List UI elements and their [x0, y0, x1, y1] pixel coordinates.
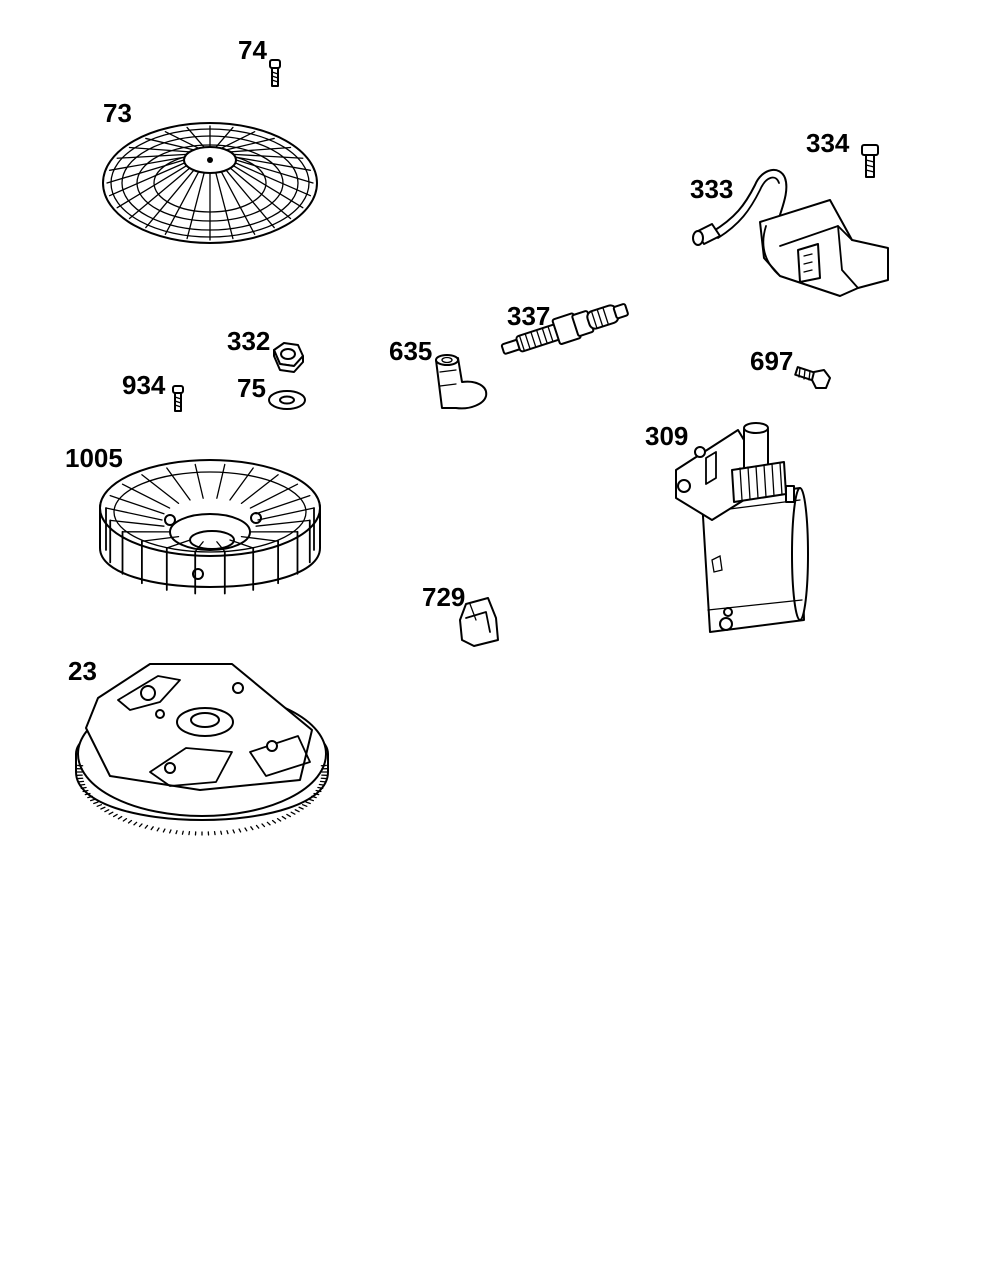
spark-plug-icon — [500, 303, 629, 355]
ignition-coil-icon — [692, 169, 889, 297]
label-23: 23 — [68, 656, 97, 686]
starter-motor-icon — [675, 422, 809, 633]
label-309: 309 — [645, 421, 688, 451]
flywheel-icon — [75, 663, 329, 836]
bolt-icon — [269, 59, 281, 87]
clip-icon — [459, 597, 499, 647]
label-333: 333 — [690, 174, 733, 204]
screw-icon — [861, 144, 879, 178]
screw-icon — [172, 385, 184, 412]
label-334: 334 — [806, 128, 850, 158]
label-1005: 1005 — [65, 443, 123, 473]
label-337: 337 — [507, 301, 550, 331]
fan-screen-icon — [102, 122, 318, 244]
washer-icon — [268, 390, 306, 410]
label-73: 73 — [103, 98, 132, 128]
nut-icon — [273, 342, 304, 373]
bolt-icon — [794, 366, 831, 389]
label-697: 697 — [750, 346, 793, 376]
label-635: 635 — [389, 336, 432, 366]
label-74: 74 — [238, 35, 267, 65]
label-332: 332 — [227, 326, 270, 356]
fan-icon — [99, 459, 321, 595]
label-934: 934 — [122, 370, 166, 400]
label-729: 729 — [422, 582, 465, 612]
label-75: 75 — [237, 373, 266, 403]
spark-plug-boot-icon — [435, 354, 488, 410]
